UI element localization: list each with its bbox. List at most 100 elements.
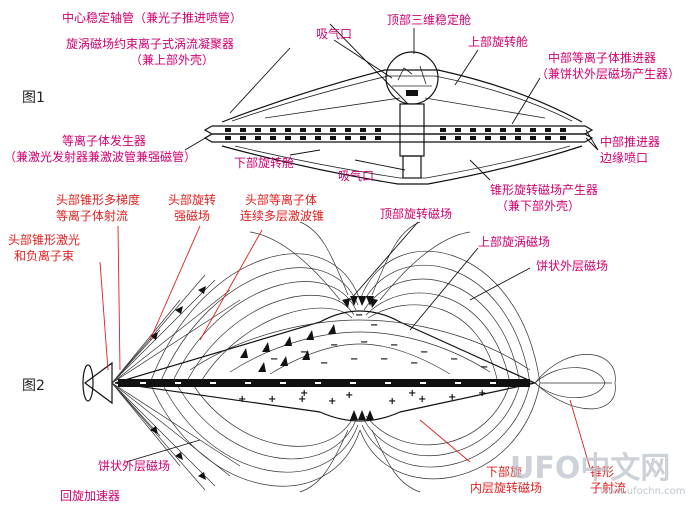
callout-mid-thruster-line1: 中部等离子体推进器	[548, 50, 656, 65]
leader-pie-outer-top	[469, 267, 531, 301]
leader-top-field	[349, 221, 419, 301]
leader-lower-cabin	[289, 149, 321, 156]
top-cabin-sphere	[385, 51, 439, 105]
upper-shell-rib-left	[264, 97, 401, 119]
callout-pie-outer-top: 饼状外层磁场	[536, 258, 608, 273]
svg-text:−: −	[480, 362, 488, 373]
disk-band-minus	[140, 382, 496, 384]
callout-head-jet-line2: 等离子体射流	[56, 208, 128, 223]
svg-text:−: −	[270, 354, 278, 365]
top-cabin-pilot	[392, 65, 432, 87]
leader-vortex-condenser	[229, 47, 291, 114]
figure-2: 图2	[8, 192, 626, 503]
callout-edge-nozzle-line1: 中部推进器	[600, 134, 660, 149]
svg-text:+: +	[328, 396, 336, 407]
figure-2-label: 图2	[22, 378, 45, 394]
callout-tail-line2: 子射流	[590, 480, 626, 495]
upper-shell-inner	[231, 75, 573, 122]
lower-plus-signs: + + + + + + + + + + +	[238, 388, 486, 407]
callout-head-jet-line1: 头部锥形多梯度	[56, 192, 140, 207]
svg-text:+: +	[300, 388, 308, 399]
svg-text:−: −	[320, 358, 328, 369]
upper-shell-outer	[221, 69, 583, 123]
leader-pie-outer-bottom	[125, 439, 201, 463]
top-field-arrows	[342, 296, 378, 420]
leader-plasma-gen	[184, 133, 213, 151]
upper-shell-rib-right	[424, 97, 546, 119]
callout-tail-line1: 锥形	[590, 465, 614, 479]
callout-accelerator: 回旋加速器	[60, 489, 120, 503]
callout-intake-bottom: 吸气口	[338, 168, 374, 183]
callout-upper-vortex: 上部旋涡磁场	[478, 234, 550, 249]
callout-edge-nozzle-line2: 边缘喷口	[600, 151, 648, 165]
figure-1-label: 图1	[22, 90, 45, 106]
svg-text:+: +	[298, 394, 306, 405]
svg-text:+: +	[238, 394, 246, 405]
callout-head-wave-line2: 连续多层激波锥	[240, 208, 324, 223]
callout-mid-thruster-line2: （兼饼状外层磁场产生器）	[536, 66, 680, 81]
svg-text:+: +	[345, 390, 353, 401]
leader-intake-top	[333, 39, 393, 79]
svg-text:−: −	[450, 354, 458, 365]
callout-upper-cabin: 上部旋转舱	[468, 34, 528, 49]
leader-lower-inner	[419, 419, 471, 463]
figure-1: 图1	[4, 10, 680, 213]
svg-text:+: +	[268, 394, 276, 405]
svg-text:−: −	[370, 320, 378, 331]
leader-edge-nozzle	[585, 129, 599, 151]
svg-text:−: −	[420, 347, 428, 358]
callout-head-wave-line1: 头部等离子体	[245, 192, 317, 207]
svg-text:−: −	[300, 347, 308, 358]
callout-vortex-line2: （兼上部外壳）	[130, 52, 214, 67]
leader-mid-thruster	[511, 77, 541, 125]
svg-text:−: −	[380, 354, 388, 365]
callout-head-laser-line2: 和负离子束	[14, 248, 74, 263]
disk-vents	[225, 128, 566, 140]
leader-head-laser	[99, 261, 109, 371]
leader-tail	[569, 399, 591, 469]
callout-head-laser-line1: 头部锥形激光	[8, 232, 80, 247]
svg-text:−: −	[330, 340, 338, 351]
lower-intake-tube	[402, 155, 422, 179]
callout-top-cabin: 顶部三维稳定舱	[387, 12, 471, 27]
leader-center-axis	[329, 23, 409, 105]
leader-head-strong	[149, 225, 201, 341]
callout-cone-field-line1: 锥形旋转磁场产生器	[490, 182, 598, 197]
watermark-url: www.ufochn.com	[600, 486, 685, 497]
callout-lower-cabin: 下部旋转舱	[234, 155, 294, 170]
svg-text:−: −	[350, 354, 358, 365]
watermark: UFO中文网 www.ufochn.com	[510, 451, 685, 497]
callout-intake-top: 吸气口	[316, 26, 352, 41]
callout-pie-outer-bottom: 饼状外层磁场	[98, 458, 170, 473]
leader-head-jet	[117, 225, 121, 371]
tail-jet-lines	[534, 354, 616, 410]
callout-cone-field-line2: （兼下部外壳）	[496, 198, 580, 213]
leader-upper-vortex	[409, 247, 479, 331]
upper-surface-arrows	[240, 324, 336, 372]
watermark-logo: UFO中文网	[510, 451, 670, 486]
callout-top-field: 顶部旋转磁场	[380, 206, 452, 221]
callout-lower-inner-line1: 下部旋	[486, 464, 522, 479]
callout-plasma-gen-line2: （兼激光发射器兼激波管兼强磁管）	[4, 149, 196, 164]
svg-text:+: +	[448, 392, 456, 403]
leader-cone-field	[469, 159, 491, 181]
top-cabin-seat	[406, 90, 418, 96]
svg-text:−: −	[390, 340, 398, 351]
svg-text:+: +	[478, 388, 486, 399]
callout-lower-inner-line2: 内层旋转磁场	[470, 480, 542, 495]
head-cone-rim	[82, 364, 94, 402]
svg-text:−: −	[360, 337, 368, 348]
callout-center-axis: 中心稳定轴管（兼光子推进喷管）	[62, 10, 242, 25]
central-disk-band	[118, 379, 530, 387]
center-axis-tube	[399, 103, 425, 157]
head-jet-lines	[111, 274, 241, 491]
leader-head-wave	[199, 229, 263, 341]
svg-text:−: −	[410, 358, 418, 369]
leader-upper-cabin	[454, 49, 479, 86]
svg-text:+: +	[408, 388, 416, 399]
callout-vortex-line1: 旋涡磁场约束离子式涡流凝聚器	[66, 36, 234, 51]
outer-field-lines	[149, 221, 541, 493]
lower-shell-outer	[221, 145, 583, 185]
